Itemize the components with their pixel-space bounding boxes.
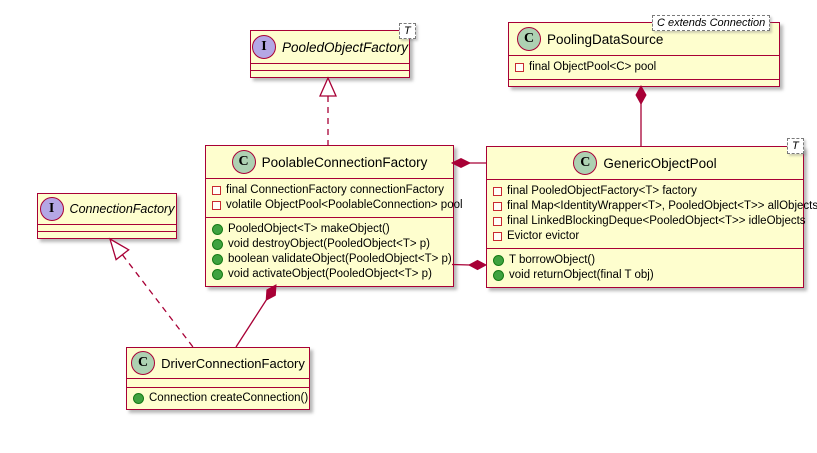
field-text: final ObjectPool<C> pool: [529, 61, 657, 73]
methods-section: T borrowObject() void returnObject(final…: [487, 248, 803, 287]
class-title: I PooledObjectFactory: [251, 31, 409, 63]
field-text: final LinkedBlockingDeque<PooledObject<T…: [507, 215, 806, 227]
realization-driverconnectionfactory-connectionfactory: [108, 237, 194, 348]
filled-diamond-icon: [467, 259, 488, 271]
method-visibility-icon: [212, 224, 223, 235]
methods-section-empty: [509, 79, 779, 86]
method-row: void destroyObject(PooledObject<T> p): [212, 237, 447, 252]
method-row: PooledObject<T> makeObject(): [212, 222, 447, 237]
method-text: Connection createConnection(): [149, 392, 309, 404]
class-title: C PoolingDataSource: [509, 23, 779, 55]
fields-section-empty: [127, 378, 309, 387]
method-text: void returnObject(final T obj): [509, 269, 654, 281]
class-name: PoolableConnectionFactory: [261, 154, 428, 170]
interface-badge-icon: I: [39, 197, 64, 221]
field-visibility-icon: [493, 202, 502, 211]
method-row: boolean validateObject(PooledObject<T> p…: [212, 252, 452, 267]
method-row: void returnObject(final T obj): [493, 268, 797, 283]
fields-section: final ConnectionFactory connectionFactor…: [206, 178, 463, 217]
method-text: void destroyObject(PooledObject<T> p): [228, 238, 430, 250]
methods-section: Connection createConnection(): [127, 387, 309, 409]
method-visibility-icon: [493, 255, 504, 266]
field-visibility-icon: [212, 186, 221, 195]
class-name: ConnectionFactory: [69, 202, 175, 216]
methods-section-empty: [38, 231, 176, 238]
method-row: T borrowObject(): [493, 253, 797, 268]
hollow-triangle-arrow-icon: [108, 237, 130, 261]
class-pooling-data-source: C PoolingDataSource final ObjectPool<C> …: [508, 22, 780, 87]
fields-section: final ObjectPool<C> pool: [509, 55, 779, 79]
class-poolable-connection-factory: C PoolableConnectionFactory final Connec…: [205, 145, 463, 287]
method-row: Connection createConnection(): [133, 391, 308, 406]
class-generic-object-pool: C GenericObjectPool final PooledObjectFa…: [486, 146, 817, 288]
field-visibility-icon: [515, 63, 524, 72]
class-title: I ConnectionFactory: [38, 194, 176, 224]
realization-poolableconnectionfactory-pooledobjectfactory: [318, 76, 338, 145]
field-row: volatile ObjectPool<PoolableConnection> …: [212, 198, 463, 213]
method-visibility-icon: [133, 393, 144, 404]
filled-diamond-icon: [450, 157, 472, 169]
interface-badge-icon: I: [251, 35, 276, 59]
class-name: PooledObjectFactory: [281, 39, 409, 55]
composition-poolableconnectionfactory-driverconnectionfactory: [235, 284, 277, 348]
method-visibility-icon: [212, 254, 223, 265]
class-pooled-object-factory: I PooledObjectFactory: [250, 30, 410, 78]
composition-genericobjectpool-poolableconnectionfactory: [451, 259, 488, 271]
field-text: final ConnectionFactory connectionFactor…: [226, 184, 444, 196]
method-visibility-icon: [493, 270, 504, 281]
field-text: volatile ObjectPool<PoolableConnection> …: [226, 199, 463, 211]
field-row: final LinkedBlockingDeque<PooledObject<T…: [493, 214, 806, 229]
class-driver-connection-factory: C DriverConnectionFactory Connection cre…: [126, 347, 310, 410]
method-text: boolean validateObject(PooledObject<T> p…: [228, 253, 452, 265]
methods-section: PooledObject<T> makeObject() void destro…: [206, 217, 453, 286]
fields-section-empty: [251, 63, 409, 70]
fields-section-empty: [38, 224, 176, 231]
filled-diamond-icon: [265, 284, 277, 301]
class-name: PoolingDataSource: [547, 31, 664, 47]
composition-poolableconnectionfactory-genericobjectpool: [450, 157, 486, 169]
hollow-triangle-arrow-icon: [318, 76, 338, 97]
fields-section: final PooledObjectFactory<T> factory fin…: [487, 179, 817, 248]
field-visibility-icon: [493, 187, 502, 196]
field-text: final PooledObjectFactory<T> factory: [507, 185, 697, 197]
field-row: final PooledObjectFactory<T> factory: [493, 184, 797, 199]
class-badge-icon: C: [131, 351, 156, 375]
generic-type-badge: C extends Connection: [652, 15, 771, 31]
composition-poolingdatasource-genericobjectpool: [635, 84, 647, 146]
field-row: final ObjectPool<C> pool: [515, 60, 773, 75]
generic-type-badge: T: [787, 138, 804, 154]
method-row: void activateObject(PooledObject<T> p): [212, 267, 447, 282]
class-name: DriverConnectionFactory: [161, 355, 305, 371]
filled-diamond-icon: [635, 84, 647, 106]
method-visibility-icon: [212, 239, 223, 250]
class-name: GenericObjectPool: [603, 155, 717, 171]
field-visibility-icon: [493, 232, 502, 241]
field-row: Evictor evictor: [493, 229, 797, 244]
method-visibility-icon: [212, 269, 223, 280]
field-visibility-icon: [493, 217, 502, 226]
method-text: T borrowObject(): [509, 254, 596, 266]
methods-section-empty: [251, 70, 409, 77]
class-badge-icon: C: [517, 27, 541, 51]
class-badge-icon: C: [573, 151, 598, 175]
field-visibility-icon: [212, 201, 221, 210]
method-text: PooledObject<T> makeObject(): [228, 223, 390, 235]
field-row: final ConnectionFactory connectionFactor…: [212, 183, 447, 198]
class-badge-icon: C: [231, 150, 256, 174]
field-row: final Map<IdentityWrapper<T>, PooledObje…: [493, 199, 817, 214]
class-title: C DriverConnectionFactory: [127, 348, 309, 378]
method-text: void activateObject(PooledObject<T> p): [228, 268, 432, 280]
class-connection-factory: I ConnectionFactory: [37, 193, 177, 239]
field-text: Evictor evictor: [507, 230, 580, 242]
field-text: final Map<IdentityWrapper<T>, PooledObje…: [507, 200, 817, 212]
generic-type-badge: T: [399, 23, 416, 39]
class-title: C GenericObjectPool: [487, 147, 803, 179]
class-title: C PoolableConnectionFactory: [206, 146, 453, 178]
